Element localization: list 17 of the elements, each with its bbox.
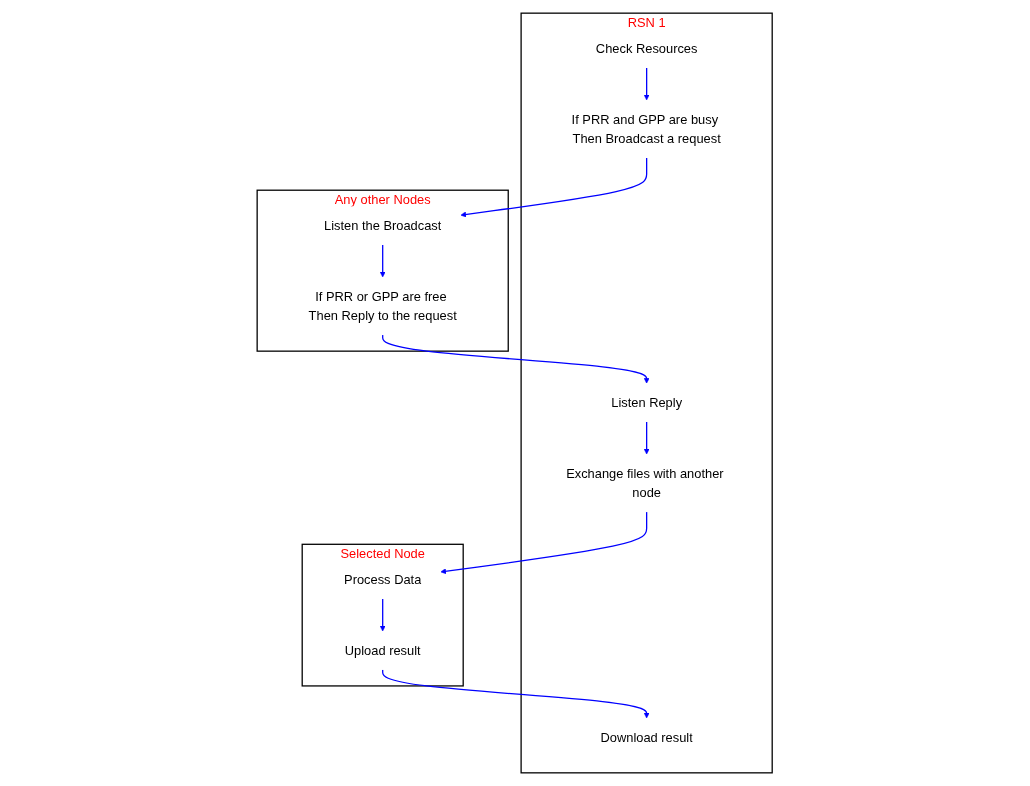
- arrow: [382, 669, 650, 719]
- arrow: [380, 244, 386, 278]
- node-text: Process Data: [344, 572, 422, 587]
- node-text: Download result: [600, 730, 694, 745]
- node-text: Listen the Broadcast: [324, 218, 442, 233]
- node-text: Exchange files with another node: [566, 466, 724, 500]
- arrow: [644, 67, 650, 101]
- node-text: If PRR and GPP are busy Then Broadcast a request: [571, 112, 722, 146]
- arrow: [440, 511, 648, 575]
- node-text: Upload result: [345, 643, 421, 658]
- arrow: [382, 334, 650, 384]
- arrow: [380, 598, 386, 632]
- node-text: Check Resources: [596, 41, 698, 56]
- arrow: [644, 421, 650, 455]
- node-text: If PRR or GPP are free Then Reply to the request: [308, 289, 458, 323]
- node-text: Listen Reply: [611, 395, 683, 410]
- arrow: [460, 157, 648, 218]
